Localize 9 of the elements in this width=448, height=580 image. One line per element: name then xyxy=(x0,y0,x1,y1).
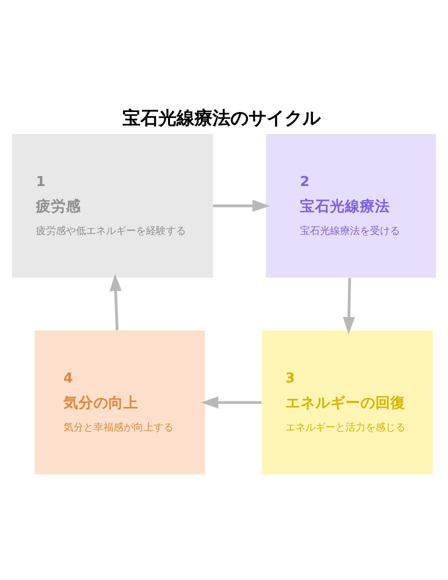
diagram-title: 宝石光線療法のサイクル xyxy=(122,107,321,128)
arrow xyxy=(342,277,355,334)
arrow xyxy=(110,273,122,330)
node-box: 2 宝石光線療法 宝石光線療法を受ける xyxy=(266,133,436,278)
node-box: 3 エネルギーの回復 エネルギーと活力を感じる xyxy=(262,330,433,474)
node-box: 4 気分の向上 気分と幸福感が向上する xyxy=(34,330,205,474)
node-box: 1 疲労感 疲労感や低エネルギーを経験する xyxy=(12,133,214,278)
arrow xyxy=(213,199,270,212)
arrow xyxy=(200,396,262,408)
